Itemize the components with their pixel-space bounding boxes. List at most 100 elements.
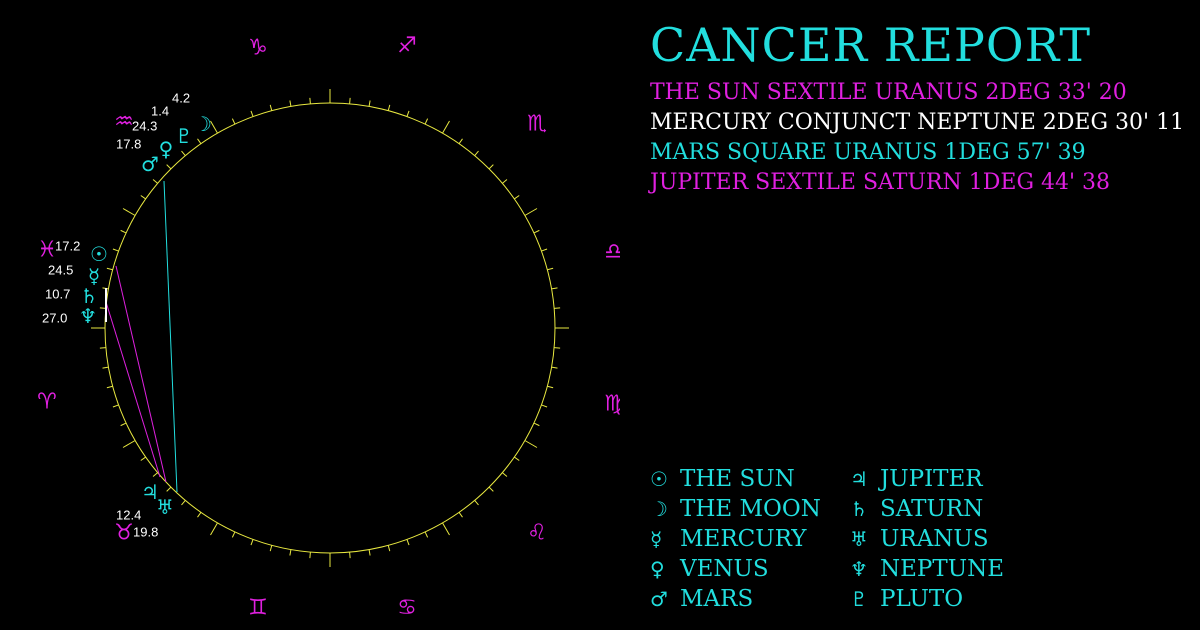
aspect-line	[115, 265, 167, 483]
degree-tick	[106, 385, 113, 389]
legend-label: THE MOON	[680, 496, 821, 522]
mercury-degree-label: 24.5	[48, 263, 73, 278]
degree-tick	[269, 104, 273, 111]
degree-tick	[106, 267, 113, 271]
mars-icon: ♂	[141, 152, 159, 176]
degree-tick	[458, 138, 463, 144]
degree-tick	[289, 549, 292, 556]
aspect-item: MARS SQUARE URANUS 1DEG 57' 39	[650, 140, 1086, 165]
neptune-icon: ♆	[850, 557, 868, 581]
legend-item-uranus: ♅URANUS	[850, 526, 989, 556]
degree-tick	[424, 531, 429, 538]
zodiac-signs: ♑♐♏♎♍♌♋♊♉♈♓♒	[37, 34, 620, 621]
degree-tick	[120, 422, 127, 427]
degree-tick	[112, 248, 119, 252]
degree-tick	[547, 267, 554, 271]
degree-tick	[231, 531, 236, 538]
uranus-icon: ♅	[850, 527, 868, 551]
pisces-icon: ♓	[37, 238, 57, 263]
degree-tick	[309, 552, 311, 559]
legend-item-mars: ♂MARS	[650, 586, 753, 616]
aspect-lines	[105, 180, 178, 493]
degree-tick	[406, 110, 410, 117]
mars-degree-label: 17.8	[116, 137, 141, 152]
degree-tick	[541, 248, 548, 252]
degree-tick	[210, 120, 218, 134]
degree-tick	[122, 208, 136, 216]
degree-tick	[102, 366, 109, 369]
legend-item-sun: ☉THE SUN	[650, 466, 795, 496]
leo-icon: ♌	[527, 521, 547, 546]
degree-tick	[166, 164, 172, 170]
taurus-icon: ♉	[114, 521, 134, 546]
degree-tick	[524, 440, 538, 448]
degree-ticks	[91, 89, 569, 567]
pluto-degree-label: 1.4	[151, 104, 169, 119]
mercury-icon: ☿	[88, 264, 100, 288]
degree-tick	[140, 195, 146, 200]
degree-tick	[387, 545, 391, 552]
legend-item-venus: ♀VENUS	[650, 556, 769, 586]
natal-chart-wheel: ♑♐♏♎♍♌♋♊♉♈♓♒ ☽♇♀♂☉☿♄♆♃♅ 4.21.424.317.817…	[37, 34, 620, 621]
saturn-icon: ♄	[850, 497, 868, 521]
degree-tick	[458, 512, 463, 518]
moon-degree-label: 4.2	[172, 91, 190, 106]
degree-tick	[250, 110, 254, 117]
legend-label: NEPTUNE	[880, 556, 1005, 582]
aspect-list: THE SUN SEXTILE URANUS 2DEG 33' 20 MERCU…	[650, 78, 1184, 198]
venus-icon: ♀	[650, 557, 665, 581]
degree-tick	[502, 472, 508, 477]
degree-tick	[514, 456, 520, 461]
degree-tick	[122, 440, 136, 448]
degree-tick	[140, 456, 146, 461]
degree-tick	[197, 512, 202, 518]
capricorn-icon: ♑	[248, 36, 268, 61]
neptune-degree-label: 27.0	[42, 311, 67, 326]
aspect-line	[105, 301, 161, 478]
jupiter-icon: ♃	[141, 480, 159, 504]
degree-tick	[514, 195, 520, 200]
legend-label: THE SUN	[680, 466, 795, 492]
degree-tick	[181, 150, 186, 156]
uranus-degree-label: 19.8	[133, 525, 158, 540]
degree-tick	[387, 104, 391, 111]
aspect-item: THE SUN SEXTILE URANUS 2DEG 33' 20	[650, 80, 1127, 105]
legend-item-pluto: ♇PLUTO	[850, 586, 963, 616]
virgo-icon: ♍	[604, 392, 620, 417]
aspect-line	[163, 180, 178, 493]
mercury-icon: ☿	[650, 527, 663, 551]
libra-icon: ♎	[604, 240, 620, 265]
degree-tick	[442, 522, 450, 536]
degree-tick	[269, 545, 273, 552]
chart-ring	[104, 102, 556, 554]
aspect-item: MERCURY CONJUNCT NEPTUNE 2DEG 30' 11	[650, 110, 1185, 135]
degree-tick	[349, 97, 351, 104]
degree-tick	[368, 549, 371, 556]
degree-tick	[406, 539, 410, 546]
degree-tick	[551, 287, 558, 290]
degree-tick	[112, 404, 119, 408]
legend-label: PLUTO	[880, 586, 964, 612]
degree-tick	[541, 404, 548, 408]
moon-icon: ☽	[194, 112, 212, 136]
degree-tick	[152, 472, 158, 477]
gemini-icon: ♊	[248, 596, 268, 621]
venus-icon: ♀	[159, 137, 174, 161]
legend-label: SATURN	[880, 496, 984, 522]
degree-tick	[474, 500, 479, 506]
legend-label: JUPITER	[880, 466, 983, 492]
degree-tick	[524, 208, 538, 216]
degree-tick	[210, 522, 218, 536]
degree-tick	[533, 229, 540, 234]
report-title: CANCER REPORT	[650, 18, 1092, 72]
degree-tick	[120, 229, 127, 234]
degree-tick	[547, 385, 554, 389]
sun-degree-label: 17.2	[55, 239, 80, 254]
uranus-icon: ♅	[156, 495, 174, 519]
degree-tick	[309, 97, 311, 104]
legend-item-jupiter: ♃JUPITER	[850, 466, 983, 496]
degree-tick	[488, 164, 494, 170]
planet-markers: ☽♇♀♂☉☿♄♆♃♅	[79, 112, 212, 519]
planet-degree-labels: 4.21.424.317.817.224.510.727.012.419.8	[42, 91, 190, 540]
mars-icon: ♂	[650, 587, 668, 611]
